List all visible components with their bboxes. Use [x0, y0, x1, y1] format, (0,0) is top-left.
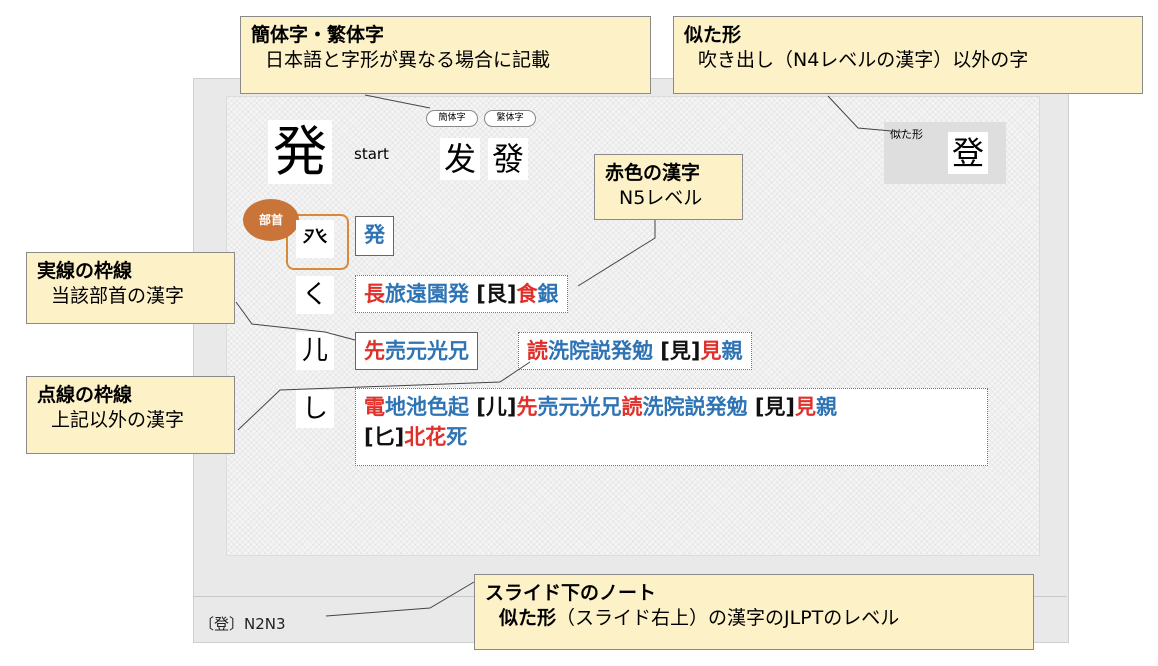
similar-form-box: 似た形 登: [884, 122, 1006, 184]
kanji-segment-red: 見: [700, 339, 722, 363]
dotted-frame-kanji-box: 電地池色起 [儿]先売元光兄読洗院説発勉 [見]見親[匕]北花死: [355, 388, 988, 466]
callout-simplified-desc: 日本語と字形が異なる場合に記載: [265, 49, 551, 71]
callout-red-title: 赤色の漢字: [605, 162, 701, 184]
callout-notes-desc: 似た形（スライド右上）の漢字のJLPTのレベル: [485, 605, 1023, 631]
simplified-bubble: 簡体字: [426, 110, 478, 127]
kanji-segment-black: [儿]: [469, 395, 517, 419]
kanji-segment-black: [匕]: [364, 425, 405, 449]
kanji-segment-blue: 銀: [537, 282, 559, 306]
kanji-segment-red: 先: [516, 395, 538, 419]
kanji-segment-red: 食: [516, 282, 538, 306]
kanji-segment-black: [見]: [653, 339, 701, 363]
kanji-segment-blue: 洗院説発勉: [642, 395, 748, 419]
dotted-frame-kanji-box: 長旅遠園発 [艮]食銀: [355, 275, 568, 313]
kanji-line: [匕]北花死: [364, 422, 979, 452]
callout-dotted-desc: 上記以外の漢字: [51, 409, 185, 431]
connector-notes: [325, 581, 475, 617]
connector-simplified: [364, 94, 431, 109]
radical-char: 儿: [296, 332, 334, 370]
solid-frame-kanji-box: 先売元光兄: [355, 332, 478, 370]
notes-pane-text[interactable]: 〔登〕N2N3: [199, 615, 286, 633]
start-label: start: [354, 145, 389, 163]
main-kanji: 発: [268, 120, 332, 184]
kanji-line: 電地池色起 [儿]先売元光兄読洗院説発勉 [見]見親: [364, 392, 979, 422]
traditional-bubble: 繁体字: [484, 110, 536, 127]
similar-form-kanji: 登: [948, 132, 988, 174]
callout-solid-title: 実線の枠線: [37, 260, 133, 282]
kanji-segment-red: 見: [795, 395, 817, 419]
callout-dotted-title: 点線の枠線: [37, 384, 133, 406]
traditional-kanji: 發: [488, 138, 528, 180]
callout-notes-desc-rest: （スライド右上）の漢字のJLPTのレベル: [556, 607, 900, 629]
kanji-segment-blue: 親: [816, 395, 838, 419]
callout-similar: 似た形 吹き出し（N4レベルの漢字）以外の字: [673, 16, 1143, 94]
kanji-segment-black: [艮]: [469, 282, 517, 306]
callout-notes-title: スライド下のノート: [485, 582, 657, 604]
kanji-segment-blue: 発: [364, 223, 385, 247]
kanji-line: 発: [364, 220, 385, 250]
connector-red: [577, 220, 656, 287]
kanji-segment-red: 北花: [404, 425, 447, 449]
callout-dotted: 点線の枠線 上記以外の漢字: [26, 376, 235, 454]
radical-char: 癶: [296, 220, 334, 258]
kanji-line: 読洗院説発勉 [見]見親: [527, 336, 743, 366]
kanji-segment-blue: 地池色起: [385, 395, 469, 419]
connector-solid: [235, 301, 356, 341]
kanji-segment-red: 長: [364, 282, 385, 306]
kanji-segment-blue: 旅遠園発: [385, 282, 469, 306]
connector-similar: [827, 95, 903, 133]
callout-notes: スライド下のノート 似た形（スライド右上）の漢字のJLPTのレベル: [474, 574, 1034, 650]
callout-simplified-traditional: 簡体字・繁体字 日本語と字形が異なる場合に記載: [240, 16, 651, 94]
callout-notes-desc-bold: 似た形: [499, 607, 557, 629]
callout-solid: 実線の枠線 当該部首の漢字: [26, 252, 235, 324]
callout-similar-desc: 吹き出し（N4レベルの漢字）以外の字: [698, 49, 1029, 71]
kanji-segment-blue: 売元光兄: [385, 339, 469, 363]
callout-red: 赤色の漢字 N5レベル: [594, 154, 743, 220]
radical-frame: [286, 214, 349, 270]
kanji-segment-blue: 死: [446, 425, 468, 449]
radical-char: く: [296, 276, 334, 314]
simplified-kanji: 发: [440, 138, 480, 180]
kanji-segment-black: [見]: [747, 395, 796, 419]
radical-badge: 部首: [243, 199, 299, 241]
kanji-segment-red: 読: [527, 339, 548, 363]
radical-char: し: [296, 390, 334, 428]
radical-badge-label: 部首: [258, 213, 283, 227]
kanji-segment-blue: 売元光兄: [537, 395, 622, 419]
callout-red-desc: N5レベル: [619, 187, 703, 209]
kanji-segment-red: 読: [621, 395, 643, 419]
dotted-frame-kanji-box: 読洗院説発勉 [見]見親: [518, 332, 752, 370]
kanji-line: 長旅遠園発 [艮]食銀: [364, 279, 559, 309]
connector-dotted: [237, 361, 531, 431]
kanji-segment-blue: 洗院説発勉: [548, 339, 653, 363]
callout-simplified-title: 簡体字・繁体字: [251, 24, 385, 46]
callout-similar-title: 似た形: [684, 24, 742, 46]
kanji-segment-red: 先: [364, 339, 385, 363]
kanji-segment-blue: 親: [721, 339, 743, 363]
solid-frame-kanji-box: 発: [355, 216, 394, 256]
callout-solid-desc: 当該部首の漢字: [51, 285, 185, 307]
kanji-segment-red: 電: [364, 395, 385, 419]
kanji-line: 先売元光兄: [364, 336, 469, 366]
